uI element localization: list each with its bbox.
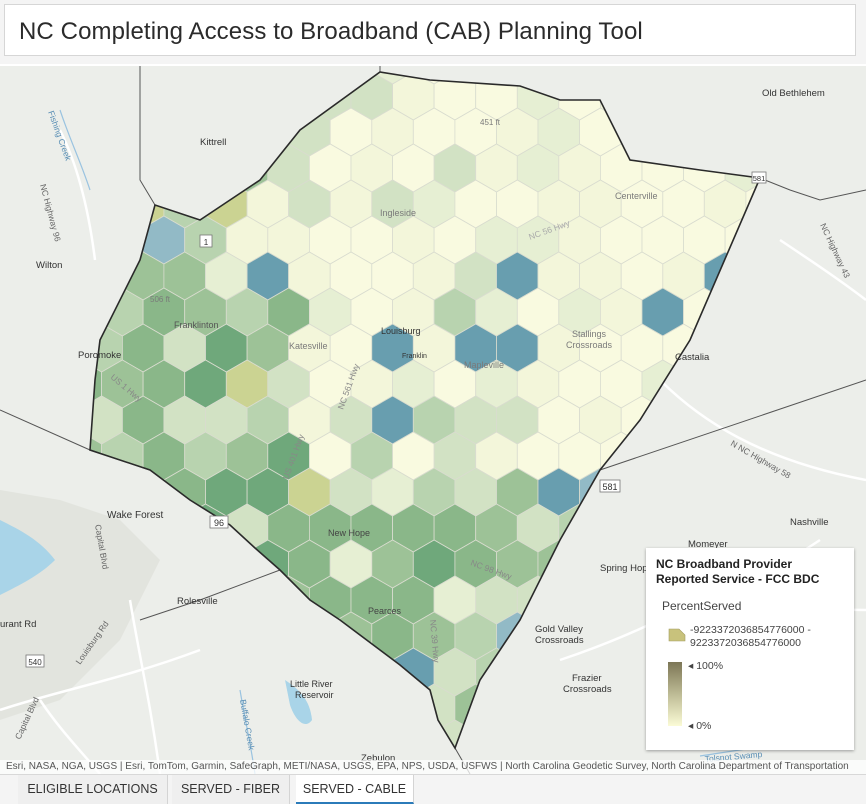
map-legend: NC Broadband Provider Reported Service -…	[646, 548, 854, 750]
label-elev-506: 506 ft	[150, 295, 171, 304]
legend-field-name: PercentServed	[662, 599, 742, 613]
label-louisburg: Louisburg	[381, 326, 421, 336]
shield-581: 581	[602, 482, 617, 492]
label-elev-451: 451 ft	[480, 118, 501, 127]
shield-581-box	[599, 479, 621, 493]
label-gold-valley-crossroads: Crossroads	[535, 635, 584, 646]
label-new-hope: New Hope	[328, 528, 370, 538]
label-crossroads: Crossroads	[566, 340, 613, 350]
label-old-bethlehem: Old Bethlehem	[762, 88, 825, 99]
shield-540: 540	[28, 658, 42, 667]
label-stallings: Stallings	[572, 329, 607, 339]
layer-tab-bar: ELIGIBLE LOCATIONS SERVED - FIBER SERVED…	[0, 774, 866, 804]
shield-581b-box	[751, 171, 767, 184]
title-box: NC Completing Access to Broadband (CAB) …	[4, 4, 856, 56]
label-mapleville: Mapleville	[464, 360, 504, 370]
label-little-river: Little River	[290, 679, 333, 689]
map-view[interactable]: 96 581 581 540 1 Old Bethlehem Kittrell …	[0, 66, 866, 774]
app-header: NC Completing Access to Broadband (CAB) …	[0, 0, 866, 64]
shield-96: 96	[214, 518, 224, 528]
legend-title: NC Broadband Provider Reported Service -…	[656, 557, 820, 586]
shield-581b: 581	[753, 174, 766, 183]
label-rd-frag: urant Rd	[0, 619, 36, 630]
route-shields: 96 581 581 540 1	[25, 171, 767, 668]
legend-max-label: ◂ 100%	[688, 660, 724, 672]
label-reservoir: Reservoir	[295, 690, 334, 700]
map-canvas[interactable]: 96 581 581 540 1 Old Bethlehem Kittrell …	[0, 66, 866, 774]
shield-96-box	[209, 515, 229, 529]
label-wilton: Wilton	[36, 260, 62, 271]
tab-eligible-locations[interactable]: ELIGIBLE LOCATIONS	[18, 775, 168, 804]
label-franklinton: Franklinton	[174, 320, 219, 330]
legend-nodata-label: -9223372036854776000 - 92233720368547760…	[690, 624, 811, 649]
legend-max-text: 100%	[696, 660, 724, 672]
label-poromoke: Poromoke	[78, 350, 121, 361]
tab-served-cable[interactable]: SERVED - CABLE	[296, 775, 414, 804]
label-castalia: Castalia	[675, 352, 710, 363]
franklin-county-outline	[89, 71, 762, 750]
falls-lake	[0, 520, 55, 595]
shield-540-box	[25, 654, 45, 668]
label-ingleside: Ingleside	[380, 208, 416, 218]
label-centerville: Centerville	[615, 191, 658, 201]
label-gold-valley: Gold Valley	[535, 624, 583, 635]
legend-min-text: 0%	[696, 720, 712, 732]
label-pearces: Pearces	[368, 606, 402, 616]
label-kittrell: Kittrell	[200, 137, 226, 148]
legend-color-ramp	[668, 662, 682, 726]
map-attribution: Esri, NASA, NGA, USGS | Esri, TomTom, Ga…	[0, 760, 866, 774]
inner-place-labels: Ingleside Centerville Franklinton Louisb…	[150, 118, 658, 616]
app-title: NC Completing Access to Broadband (CAB) …	[19, 18, 643, 45]
place-labels: Old Bethlehem Kittrell Wilton Castalia P…	[0, 88, 829, 764]
legend-nodata-swatch	[668, 628, 686, 642]
label-rolesville: Rolesville	[177, 596, 218, 607]
tab-served-fiber[interactable]: SERVED - FIBER	[172, 775, 290, 804]
label-zebulon: Zebulon	[361, 753, 395, 764]
label-wake-forest: Wake Forest	[107, 510, 164, 521]
label-frazier-crossroads: Crossroads	[563, 684, 612, 695]
label-momeyer: Momeyer	[688, 539, 728, 550]
label-frazier: Frazier	[572, 673, 602, 684]
label-franklin: Franklin	[402, 353, 427, 360]
legend-min-label: ◂ 0%	[688, 720, 712, 732]
label-spring-hope: Spring Hop	[600, 563, 648, 574]
label-katesville: Katesville	[289, 341, 328, 351]
shield-1: 1	[204, 238, 209, 247]
shield-1-box	[199, 234, 213, 248]
label-nashville: Nashville	[790, 517, 829, 528]
label-nc-39-hwy: NC 39 Hwy	[428, 619, 442, 663]
little-river-reservoir	[285, 680, 312, 725]
